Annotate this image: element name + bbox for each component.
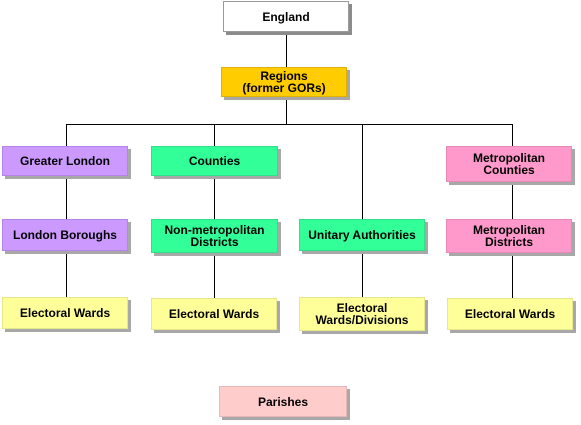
node-electoral-wards-london: Electoral Wards [2,297,128,329]
node-metropolitan-counties: Metropolitan Counties [446,146,572,182]
node-electoral-wards-metropolitan: Electoral Wards [447,298,573,330]
node-regions: Regions (former GORs) [221,67,347,97]
node-electoral-wards-districts: Electoral Wards [151,298,277,330]
node-metropolitan-districts: Metropolitan Districts [446,219,572,253]
node-electoral-wards-divisions: Electoral Wards/Divisions [299,297,425,331]
node-london-boroughs: London Boroughs [2,219,128,251]
node-unitary-authorities: Unitary Authorities [299,219,425,251]
node-counties: Counties [151,146,278,176]
node-parishes: Parishes [219,386,347,417]
node-england: England [223,1,349,32]
node-greater-london: Greater London [2,146,128,176]
node-non-metropolitan-districts: Non-metropolitan Districts [151,219,278,253]
